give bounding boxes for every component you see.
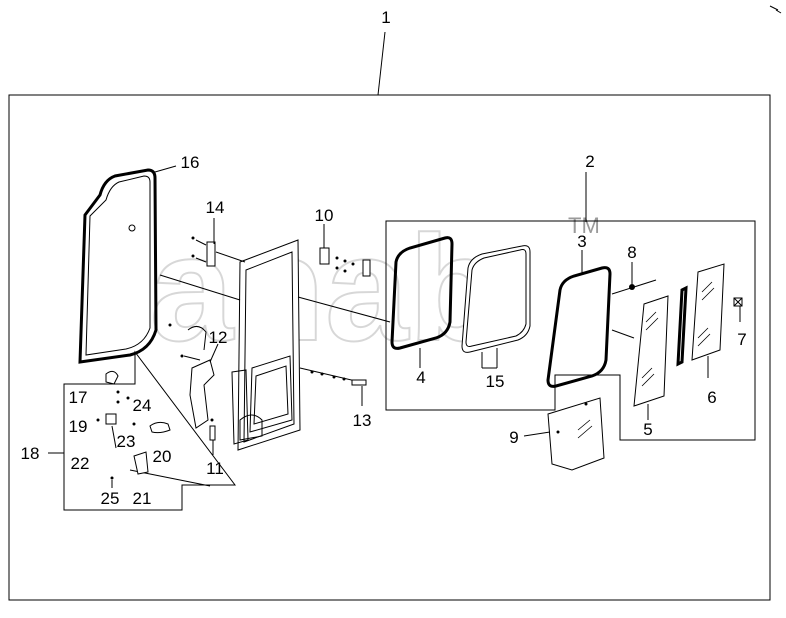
seal-frame-3: [546, 266, 612, 388]
callout-4: 4: [416, 368, 425, 387]
callout-1: 1: [381, 8, 390, 27]
glass-9: [547, 397, 605, 471]
callout-19: 19: [69, 417, 88, 436]
leader-16: [154, 165, 177, 173]
hinge-14: [191, 236, 246, 267]
trademark-text: TM: [568, 213, 600, 238]
callout-11: 11: [206, 459, 224, 478]
corner-mark: [769, 5, 782, 14]
subassembly-18-frame: [63, 350, 237, 511]
strip: [676, 285, 688, 367]
handle-12: [168, 323, 215, 429]
leader-12: [209, 343, 219, 363]
callout-16: 16: [181, 153, 200, 172]
glass-5: [633, 295, 669, 407]
pin-11: [209, 418, 216, 441]
guide-line-5: [611, 329, 635, 339]
callout-15: 15: [486, 372, 505, 391]
callout-14: 14: [206, 198, 225, 217]
guide-line-1: [159, 274, 241, 301]
leader-9: [523, 431, 551, 437]
callout-18: 18: [21, 444, 40, 463]
callout-20: 20: [153, 447, 172, 466]
callout-21: 21: [133, 489, 152, 508]
callout-25: 25: [101, 489, 120, 508]
clip-7: [733, 297, 743, 307]
callout-22: 22: [71, 454, 90, 473]
callout-17: 17: [69, 388, 88, 407]
callout-2: 2: [585, 152, 594, 171]
callout-12: 12: [209, 328, 228, 347]
door-glass-16: [78, 168, 158, 364]
callout-13: 13: [353, 411, 372, 430]
subassembly-2-frame: [385, 220, 756, 441]
callout-3: 3: [577, 232, 586, 251]
callout-23: 23: [117, 432, 136, 451]
seal-frame-4: [390, 236, 454, 350]
callout-7: 7: [737, 330, 746, 349]
lock-parts-18: [96, 370, 171, 488]
guide-line-2: [297, 296, 391, 323]
assembly-frame: [8, 94, 771, 601]
callout-9: 9: [509, 428, 518, 447]
callout-5: 5: [643, 420, 652, 439]
glass-15: [461, 245, 531, 353]
leader-1: [377, 31, 386, 96]
callout-6: 6: [707, 388, 716, 407]
callout-8: 8: [627, 243, 636, 262]
stay-13: [299, 367, 367, 386]
door-frame: [231, 239, 301, 451]
glass-6: [691, 263, 725, 361]
watermark-text: anab: [150, 204, 500, 372]
callout-24: 24: [133, 396, 152, 415]
bolt-8: [611, 279, 657, 295]
callout-10: 10: [315, 206, 334, 225]
